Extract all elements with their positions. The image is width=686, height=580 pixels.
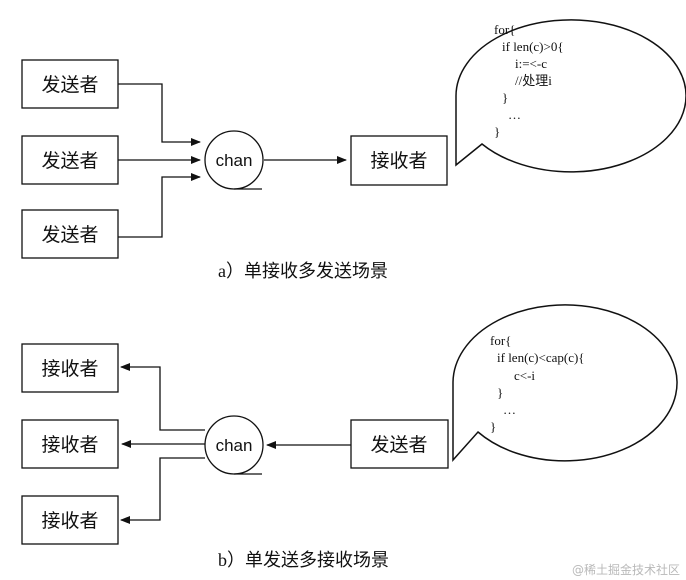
- receiver-box-3: 接收者: [21, 495, 119, 545]
- sender-label: 发送者: [370, 434, 427, 456]
- sender-box-1: 发送者: [21, 59, 119, 109]
- code-line: for{: [490, 333, 511, 348]
- code-lines-a: for{ if len(c)>0{ i:=<-c //处理i } … }: [494, 22, 564, 139]
- chan-label: chan: [216, 436, 253, 455]
- code-bubble-a: [455, 19, 686, 173]
- code-line: …: [503, 402, 516, 417]
- code-line: …: [508, 107, 521, 122]
- arrow-chan-to-receiver-3: [120, 457, 205, 524]
- sender-box-2: 发送者: [21, 135, 119, 185]
- caption-a: a）单接收多发送场景: [218, 261, 388, 281]
- code-line: //处理i: [515, 73, 552, 88]
- caption-b: b）单发送多接收场景: [218, 550, 389, 570]
- sender-label: 发送者: [41, 224, 98, 246]
- sender-label: 发送者: [41, 150, 98, 172]
- code-line: c<-i: [514, 368, 535, 383]
- code-bubble-b: [452, 304, 678, 462]
- receiver-label: 接收者: [41, 434, 98, 456]
- code-lines-b: for{ if len(c)<cap(c){ c<-i } … }: [490, 333, 585, 434]
- receiver-label: 接收者: [41, 510, 98, 532]
- receiver-box-2: 接收者: [21, 419, 119, 469]
- receiver-box: 接收者: [350, 135, 448, 186]
- receiver-label: 接收者: [370, 150, 427, 172]
- code-line: }: [490, 419, 496, 434]
- sender-box-3: 发送者: [21, 209, 119, 259]
- chan-node-a: chan: [204, 130, 264, 190]
- diagram-a: 发送者 发送者 发送者 chan 接收者 for{: [21, 19, 686, 281]
- arrow-chan-to-receiver-1: [120, 363, 205, 431]
- code-line: for{: [494, 22, 515, 37]
- chan-label: chan: [216, 151, 253, 170]
- arrow-sender-1-to-chan: [118, 83, 201, 146]
- receiver-label: 接收者: [41, 358, 98, 380]
- sender-box: 发送者: [350, 419, 449, 469]
- code-line: }: [497, 385, 503, 400]
- arrow-sender-3-to-chan: [118, 173, 201, 238]
- chan-node-b: chan: [204, 415, 264, 475]
- diagram-b: 接收者 接收者 接收者 chan 发送者 for{: [21, 304, 678, 570]
- code-line: if len(c)>0{: [502, 39, 564, 54]
- code-line: }: [502, 90, 508, 105]
- watermark: @稀土掘金技术社区: [572, 562, 680, 577]
- sender-label: 发送者: [41, 74, 98, 96]
- code-line: i:=<-c: [515, 56, 547, 71]
- code-line: }: [494, 124, 500, 139]
- receiver-box-1: 接收者: [21, 343, 119, 393]
- code-line: if len(c)<cap(c){: [497, 350, 585, 365]
